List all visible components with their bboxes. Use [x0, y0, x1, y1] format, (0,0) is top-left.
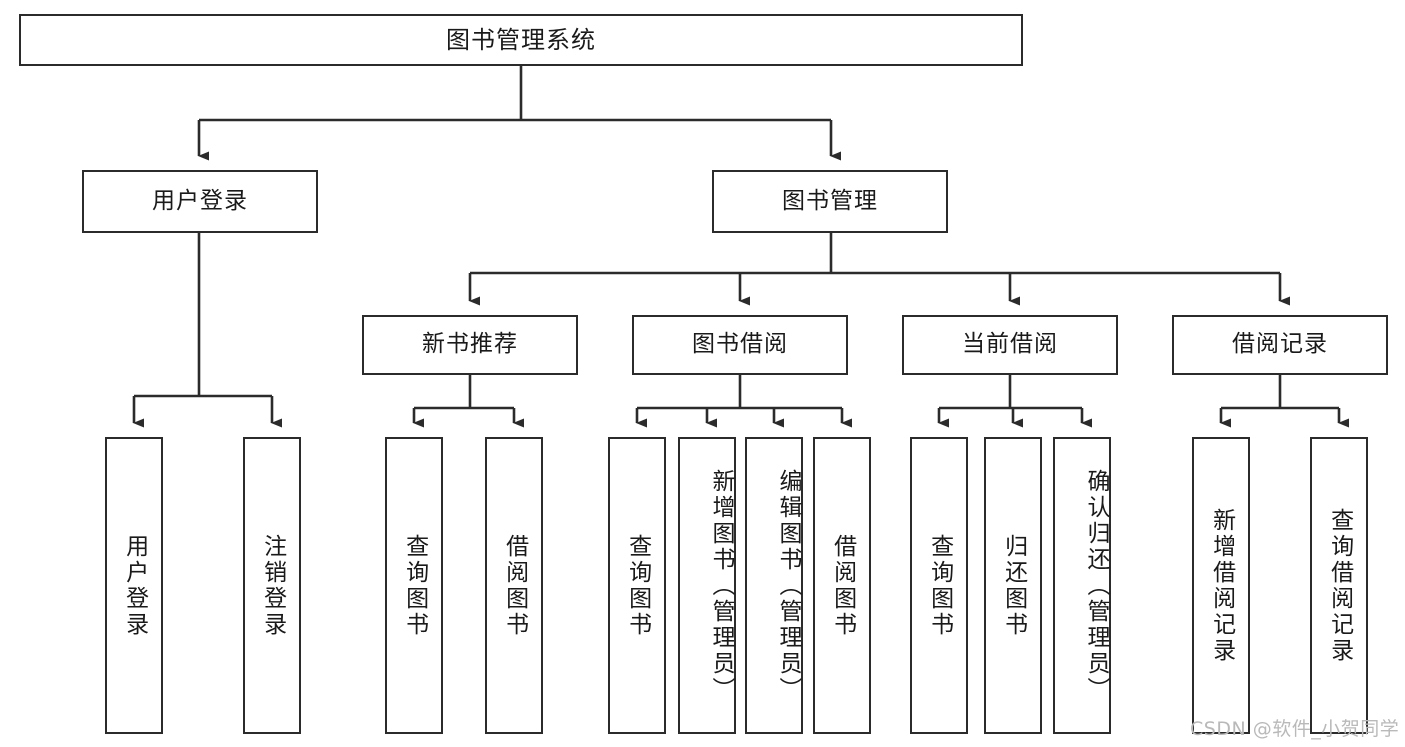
- node-label: 借阅图书: [501, 533, 528, 638]
- node-label: 新增借阅记录: [1208, 507, 1235, 664]
- node-borrow-record[interactable]: 借阅记录: [1172, 315, 1388, 375]
- node-leaf-query-book-2[interactable]: 查询图书: [608, 437, 666, 734]
- node-leaf-borrow-book-1[interactable]: 借阅图书: [485, 437, 543, 734]
- node-leaf-user-login[interactable]: 用户登录: [105, 437, 163, 734]
- node-label: 当前借阅: [962, 331, 1058, 358]
- node-label: 借阅图书: [829, 533, 856, 638]
- node-user-login[interactable]: 用户登录: [82, 170, 318, 233]
- node-label: 查询图书: [401, 533, 428, 638]
- node-label: 图书借阅: [692, 331, 788, 358]
- node-label: 图书管理: [782, 187, 878, 214]
- node-book-manage[interactable]: 图书管理: [712, 170, 948, 233]
- node-label: 编辑图书（管理员）: [775, 468, 801, 703]
- node-label: 查询借阅记录: [1326, 507, 1353, 664]
- node-current-borrow[interactable]: 当前借阅: [902, 315, 1118, 375]
- node-leaf-query-book-3[interactable]: 查询图书: [910, 437, 968, 734]
- node-label: 新书推荐: [422, 331, 518, 358]
- node-label: 确认归还（管理员）: [1083, 468, 1109, 703]
- node-leaf-borrow-book-2[interactable]: 借阅图书: [813, 437, 871, 734]
- node-label: 图书管理系统: [446, 25, 596, 54]
- node-leaf-edit-book[interactable]: 编辑图书（管理员）: [745, 437, 803, 734]
- node-root-system[interactable]: 图书管理系统: [19, 14, 1023, 66]
- node-label: 借阅记录: [1232, 331, 1328, 358]
- node-label: 用户登录: [121, 533, 148, 638]
- node-leaf-query-book-1[interactable]: 查询图书: [385, 437, 443, 734]
- node-label: 归还图书: [1000, 533, 1027, 638]
- node-leaf-confirm-return[interactable]: 确认归还（管理员）: [1053, 437, 1111, 734]
- node-leaf-query-record[interactable]: 查询借阅记录: [1310, 437, 1368, 734]
- csdn-watermark: CSDN @软件_小贺同学: [1190, 718, 1400, 740]
- node-label: 查询图书: [926, 533, 953, 638]
- node-label: 新增图书（管理员）: [708, 468, 734, 703]
- node-leaf-add-record[interactable]: 新增借阅记录: [1192, 437, 1250, 734]
- node-leaf-add-book[interactable]: 新增图书（管理员）: [678, 437, 736, 734]
- node-label: 注销登录: [259, 533, 286, 638]
- node-label: 查询图书: [624, 533, 651, 638]
- node-label: 用户登录: [152, 187, 248, 214]
- node-leaf-return-book[interactable]: 归还图书: [984, 437, 1042, 734]
- node-new-book-rec[interactable]: 新书推荐: [362, 315, 578, 375]
- node-leaf-logout[interactable]: 注销登录: [243, 437, 301, 734]
- node-book-borrow[interactable]: 图书借阅: [632, 315, 848, 375]
